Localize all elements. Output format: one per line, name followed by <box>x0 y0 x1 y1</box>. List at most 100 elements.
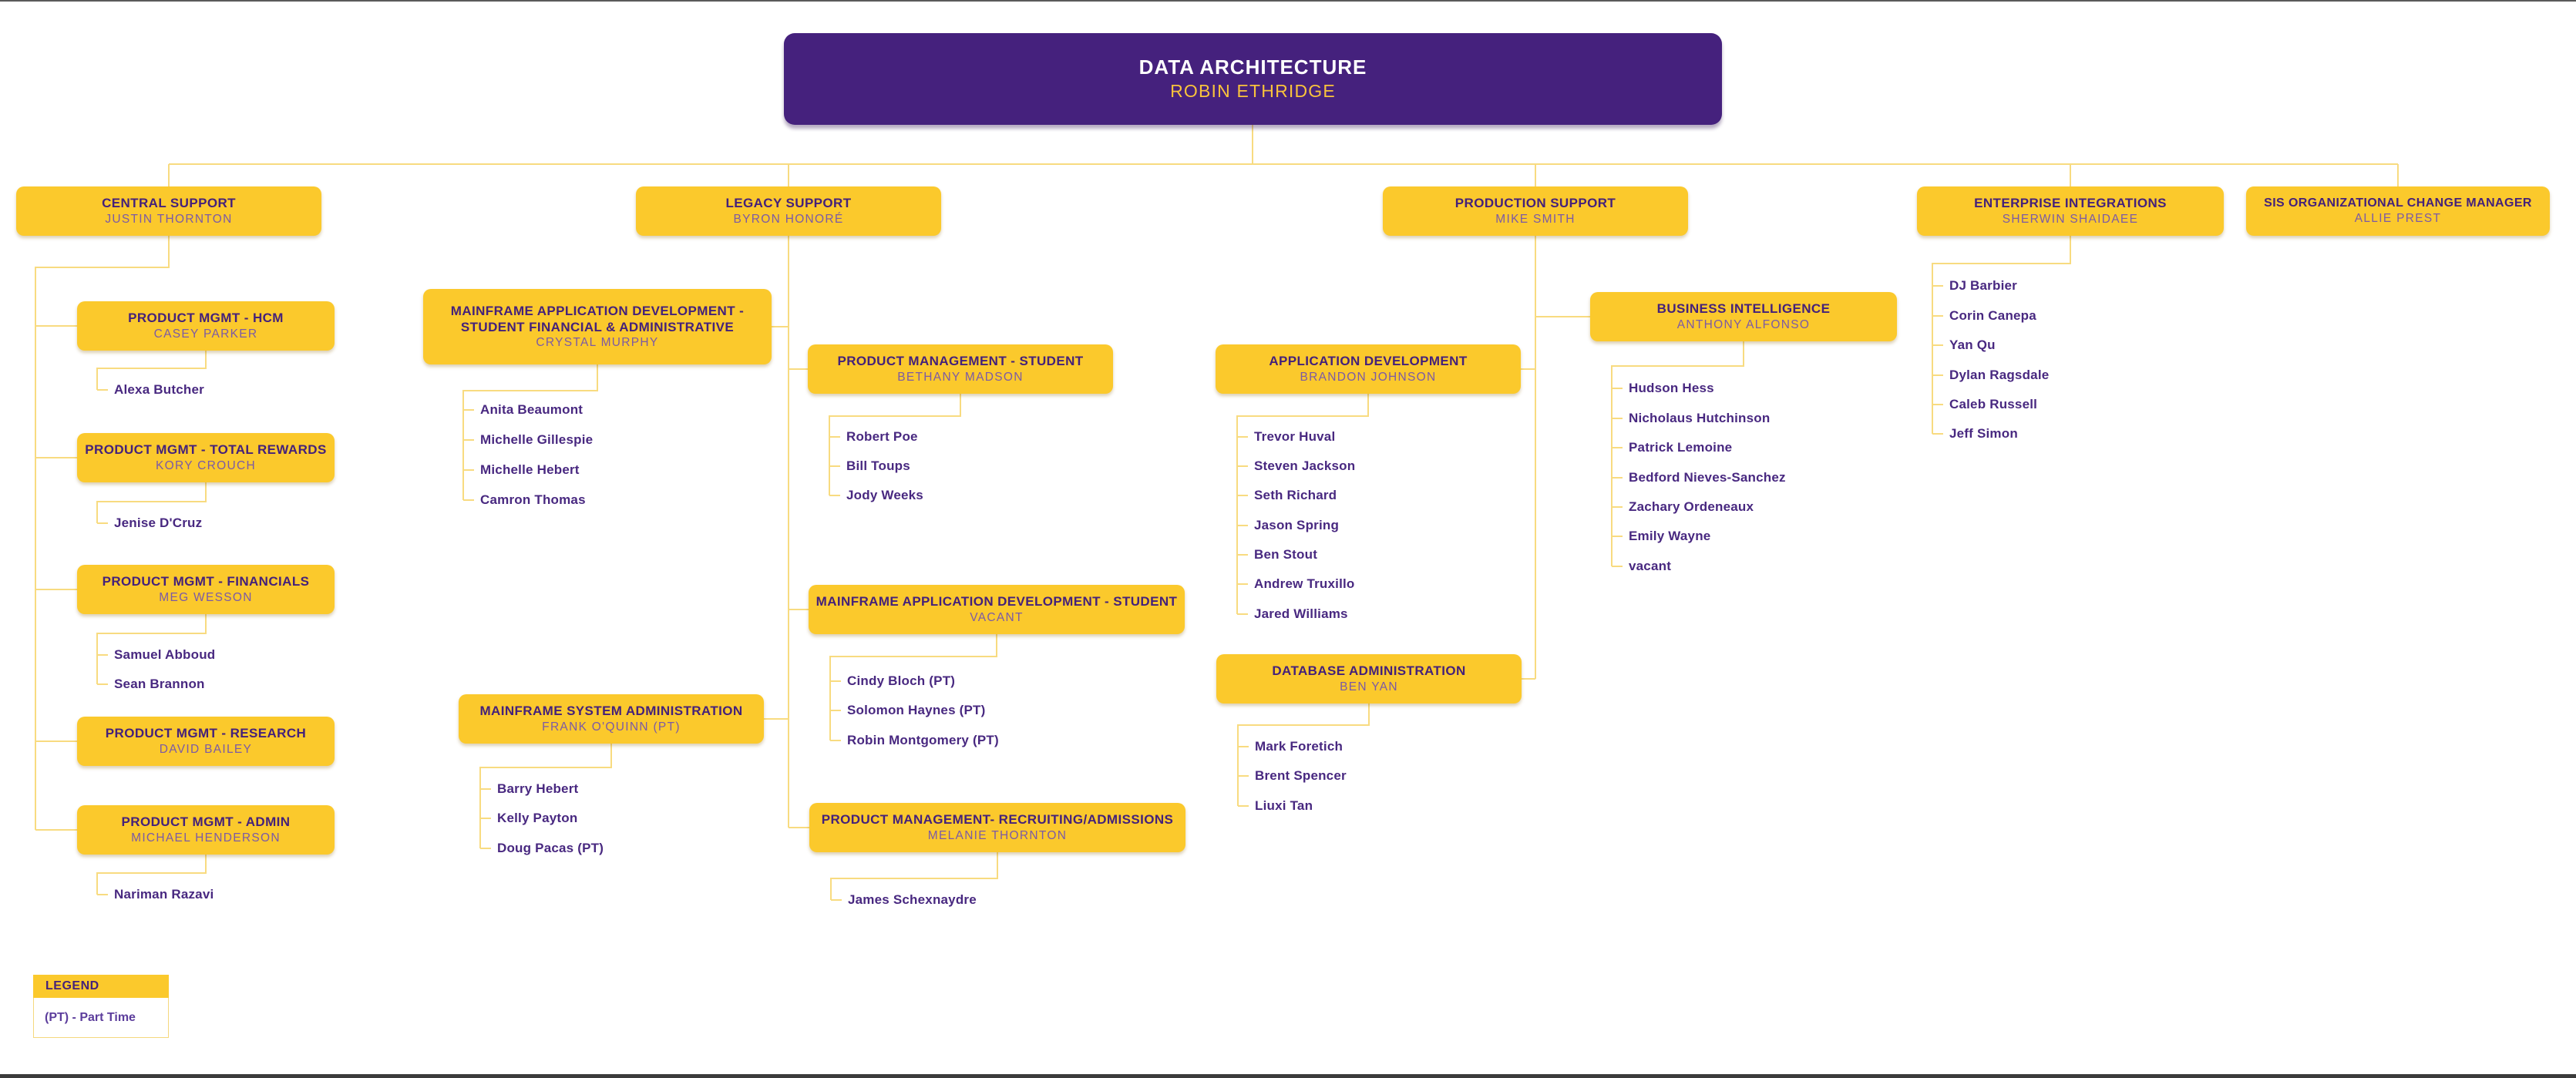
dept-box-manager: FRANK O'QUINN (PT) <box>542 720 681 734</box>
dept-box-title: APPLICATION DEVELOPMENT <box>1269 354 1468 369</box>
dept-box-mainframe-app-dev-student: MAINFRAME APPLICATION DEVELOPMENT - STUD… <box>809 585 1185 634</box>
org-box-production-support: PRODUCTION SUPPORT MIKE SMITH <box>1383 186 1688 236</box>
member-item: Emily Wayne <box>1629 529 1711 543</box>
dept-box-manager: CASEY PARKER <box>153 327 258 341</box>
member-item: Robert Poe <box>846 429 918 444</box>
connector-root-bus <box>168 125 2399 186</box>
dept-box-title: MAINFRAME APPLICATION DEVELOPMENT - STUD… <box>816 594 1178 610</box>
org-box-manager: ALLIE PREST <box>2354 211 2442 225</box>
dept-box-title: PRODUCT MGMT - ADMIN <box>121 814 291 830</box>
dept-box-title: PRODUCT MGMT - TOTAL REWARDS <box>85 442 327 458</box>
dept-box-title: BUSINESS INTELLIGENCE <box>1656 301 1831 317</box>
member-item: Jenise D'Cruz <box>114 515 203 530</box>
member-item: Michelle Gillespie <box>480 432 594 447</box>
org-box-title: ENTERPRISE INTEGRATIONS <box>1974 196 2167 211</box>
member-item: Ben Stout <box>1254 547 1318 562</box>
org-box-title: DATA ARCHITECTURE <box>1138 55 1367 79</box>
org-box-title: CENTRAL SUPPORT <box>102 196 236 211</box>
member-item: Bill Toups <box>846 458 910 473</box>
member-item: Camron Thomas <box>480 492 586 507</box>
dept-box-application-development: APPLICATION DEVELOPMENT BRANDON JOHNSON <box>1216 344 1521 394</box>
member-item: Sean Brannon <box>114 677 205 691</box>
org-box-sis-change-manager: SIS ORGANIZATIONAL CHANGE MANAGER ALLIE … <box>2246 186 2550 236</box>
member-item: Cindy Bloch (PT) <box>847 673 956 688</box>
org-box-manager: ROBIN ETHRIDGE <box>1170 80 1336 101</box>
member-item: Zachary Ordeneaux <box>1629 499 1754 514</box>
dept-box-product-mgmt-total-rewards: PRODUCT MGMT - TOTAL REWARDS KORY CROUCH <box>77 433 335 482</box>
dept-box-database-administration: DATABASE ADMINISTRATION BEN YAN <box>1216 654 1522 704</box>
dept-box-product-management-student: PRODUCT MANAGEMENT - STUDENT BETHANY MAD… <box>808 344 1113 394</box>
org-box-title: SIS ORGANIZATIONAL CHANGE MANAGER <box>2264 196 2532 210</box>
dept-box-manager: VACANT <box>970 610 1024 624</box>
member-item: Caleb Russell <box>1949 397 2038 411</box>
dept-box-product-mgmt-research: PRODUCT MGMT - RESEARCH DAVID BAILEY <box>77 717 335 766</box>
dept-box-manager: ANTHONY ALFONSO <box>1676 317 1811 331</box>
member-item: Dylan Ragsdale <box>1949 368 2050 382</box>
member-item: Brent Spencer <box>1255 768 1347 783</box>
dept-box-manager: BEN YAN <box>1340 680 1398 693</box>
org-box-root: DATA ARCHITECTURE ROBIN ETHRIDGE <box>784 33 1722 125</box>
member-item: Andrew Truxillo <box>1254 576 1355 591</box>
org-box-title: PRODUCTION SUPPORT <box>1454 196 1616 211</box>
dept-box-manager: KORY CROUCH <box>156 458 256 472</box>
dept-box-manager: BRANDON JOHNSON <box>1300 370 1437 384</box>
legend-note: (PT) - Part Time <box>33 998 169 1038</box>
member-item: Samuel Abboud <box>114 647 216 662</box>
member-item: Liuxi Tan <box>1255 798 1313 813</box>
dept-box-product-mgmt-financials: PRODUCT MGMT - FINANCIALS MEG WESSON <box>77 565 335 614</box>
member-item: Jeff Simon <box>1949 426 2018 441</box>
dept-box-product-mgmt-admin: PRODUCT MGMT - ADMIN MICHAEL HENDERSON <box>77 805 335 855</box>
member-item: Steven Jackson <box>1254 458 1356 473</box>
member-item: Barry Hebert <box>497 781 579 796</box>
member-item: Yan Qu <box>1949 338 1996 352</box>
dept-box-manager: MICHAEL HENDERSON <box>131 831 281 845</box>
member-item: Jody Weeks <box>846 488 923 502</box>
member-item: Doug Pacas (PT) <box>497 841 604 855</box>
dept-box-product-management-recruiting: PRODUCT MANAGEMENT- RECRUITING/ADMISSION… <box>809 803 1185 852</box>
member-item: Seth Richard <box>1254 488 1337 502</box>
org-box-enterprise-integrations: ENTERPRISE INTEGRATIONS SHERWIN SHAIDAEE <box>1917 186 2224 236</box>
org-box-title: LEGACY SUPPORT <box>725 196 852 211</box>
org-box-central-support: CENTRAL SUPPORT JUSTIN THORNTON <box>16 186 321 236</box>
org-box-manager: SHERWIN SHAIDAEE <box>2002 212 2139 226</box>
member-item: Nicholaus Hutchinson <box>1629 411 1771 425</box>
dept-box-manager: MELANIE THORNTON <box>927 828 1068 842</box>
org-box-manager: MIKE SMITH <box>1495 212 1576 226</box>
member-item: Jared Williams <box>1254 606 1348 621</box>
screen-top-edge <box>0 0 2576 2</box>
dept-box-title: PRODUCT MANAGEMENT- RECRUITING/ADMISSION… <box>821 812 1174 828</box>
member-item: Jason Spring <box>1254 518 1340 532</box>
member-item: Corin Canepa <box>1949 308 2036 323</box>
member-item: vacant <box>1629 559 1672 573</box>
member-item: Robin Montgomery (PT) <box>847 733 999 747</box>
member-item: Anita Beaumont <box>480 402 583 417</box>
dept-box-title: PRODUCT MGMT - RESEARCH <box>105 726 307 741</box>
member-item: Michelle Hebert <box>480 462 580 477</box>
connector-production-spine <box>1521 236 1590 680</box>
org-box-legacy-support: LEGACY SUPPORT BYRON HONORÉ <box>636 186 941 236</box>
dept-box-title: PRODUCT MGMT - HCM <box>128 311 284 326</box>
dept-box-title: MAINFRAME APPLICATION DEVELOPMENT - STUD… <box>450 303 745 334</box>
member-item: DJ Barbier <box>1949 278 2017 293</box>
legend-title: LEGEND <box>33 975 169 998</box>
member-item: Mark Foretich <box>1255 739 1343 754</box>
member-item: Bedford Nieves-Sanchez <box>1629 470 1786 485</box>
member-item: Trevor Huval <box>1254 429 1336 444</box>
dept-box-mainframe-system-admin: MAINFRAME SYSTEM ADMINISTRATION FRANK O'… <box>459 694 764 744</box>
dept-box-manager: MEG WESSON <box>159 590 253 604</box>
dept-box-manager: CRYSTAL MURPHY <box>536 336 659 350</box>
dept-box-business-intelligence: BUSINESS INTELLIGENCE ANTHONY ALFONSO <box>1590 292 1897 341</box>
dept-box-manager: DAVID BAILEY <box>159 742 253 756</box>
member-item: Kelly Payton <box>497 811 578 825</box>
member-item: James Schexnaydre <box>848 892 977 907</box>
member-item: Solomon Haynes (PT) <box>847 703 986 717</box>
dept-box-title: PRODUCT MGMT - FINANCIALS <box>102 574 310 589</box>
org-box-manager: BYRON HONORÉ <box>733 212 844 226</box>
dept-box-title: DATABASE ADMINISTRATION <box>1272 663 1466 679</box>
member-item: Patrick Lemoine <box>1629 440 1733 455</box>
dept-box-manager: BETHANY MADSON <box>897 370 1024 384</box>
dept-box-mainframe-app-dev-sfa: MAINFRAME APPLICATION DEVELOPMENT - STUD… <box>423 289 772 364</box>
member-item: Nariman Razavi <box>114 887 214 902</box>
member-item: Alexa Butcher <box>114 382 204 397</box>
